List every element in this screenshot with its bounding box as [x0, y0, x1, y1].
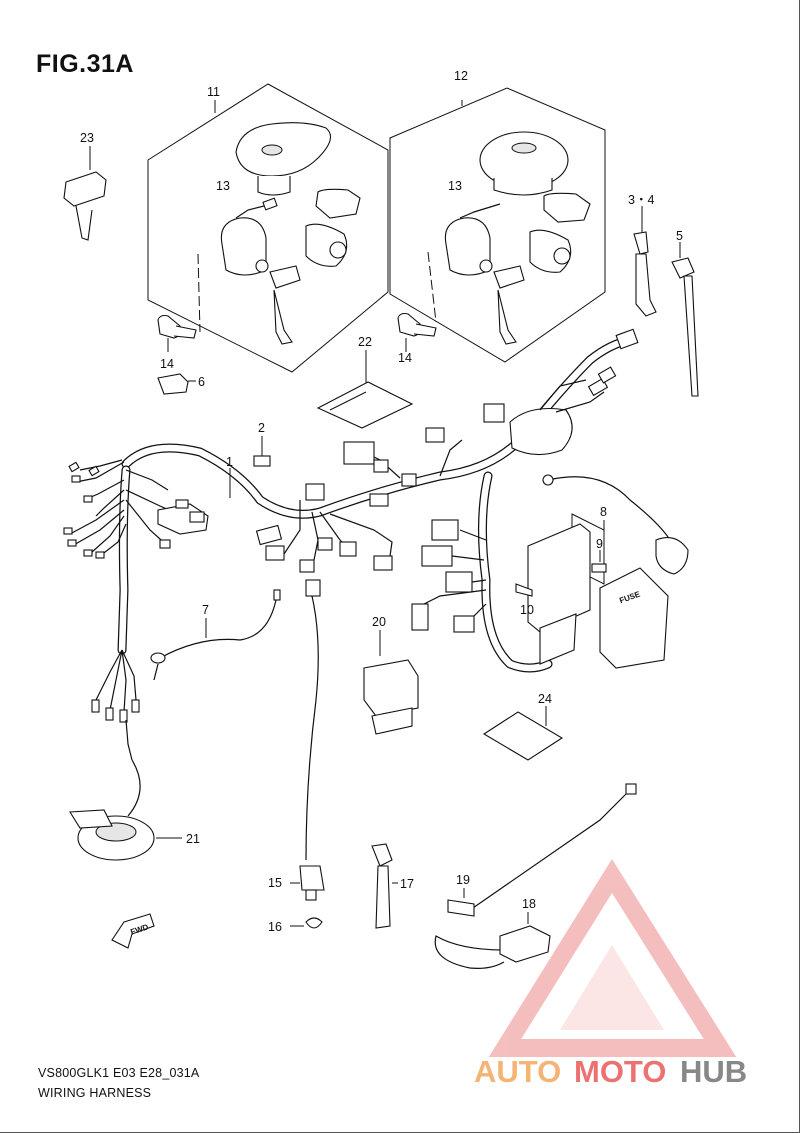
screw-14-right [397, 312, 437, 352]
callout-6: 6 [198, 375, 205, 389]
callout-5: 5 [676, 229, 683, 243]
model-code: VS800GLK1 E03 E28_031A [38, 1066, 200, 1080]
relay-20 [363, 630, 419, 735]
callout-14-left: 14 [160, 357, 174, 371]
lead-wire-7 [150, 589, 281, 681]
cushion-plate-24 [482, 706, 564, 761]
callout-10: 10 [520, 603, 534, 617]
callout-24: 24 [538, 692, 552, 706]
watermark-text: AUTO MOTO HUB [474, 1054, 747, 1089]
callout-19: 19 [456, 873, 470, 887]
horn-21 [69, 759, 182, 861]
clamp-6 [157, 373, 196, 395]
terminal-ends-left [63, 461, 171, 559]
figure-title: FIG.31A [36, 50, 134, 78]
screw-10 [515, 583, 533, 604]
cable-tie-5 [671, 242, 699, 397]
watermark-auto: AUTO [474, 1054, 561, 1089]
main-wiring-harness-1 [63, 328, 639, 761]
callout-16: 16 [268, 920, 282, 934]
fuse-2 [253, 436, 271, 467]
callout-15: 15 [268, 876, 282, 890]
callout-2: 2 [258, 421, 265, 435]
callout-17: 17 [400, 877, 414, 891]
callout-1: 1 [226, 455, 233, 469]
sensor-18 [434, 912, 551, 969]
insulation-plate-22 [316, 350, 414, 429]
callout-8: 8 [600, 505, 607, 519]
callout-21: 21 [186, 832, 200, 846]
key-blank-23 [63, 146, 107, 241]
forward-arrow-icon: FWD [111, 913, 155, 949]
callout-12: 12 [454, 69, 468, 83]
callout-23: 23 [80, 131, 94, 145]
ignition-lock-set-11 [147, 83, 389, 373]
callout-11: 11 [207, 85, 220, 99]
ignition-lock-set-12 [389, 87, 606, 363]
fuse-cover [599, 567, 669, 669]
watermark-hub: HUB [680, 1054, 747, 1089]
callout-18: 18 [522, 897, 536, 911]
watermark-logo [488, 859, 737, 1057]
sensor-lead-19 [447, 783, 637, 917]
callout-22: 22 [358, 335, 372, 349]
bracket-3-4 [633, 206, 657, 317]
callout-13-left: 13 [216, 179, 230, 193]
bracket-17 [371, 843, 398, 929]
callout-3-4: 3・4 [628, 193, 654, 207]
watermark-moto: MOTO [574, 1054, 666, 1089]
screw-14-left [157, 314, 197, 352]
callout-9: 9 [596, 537, 603, 551]
washer-16 [290, 917, 323, 929]
oil-pressure-switch-lead-15 [290, 579, 325, 901]
callout-7: 7 [202, 603, 209, 617]
callout-numbers: 1 2 3・4 5 6 7 8 9 10 11 12 13 13 14 14 1… [80, 69, 683, 934]
callout-20: 20 [372, 615, 386, 629]
callout-14-right: 14 [398, 351, 412, 365]
fuse-box-8 [527, 474, 689, 669]
callout-13-right: 13 [448, 179, 462, 193]
section-name: WIRING HARNESS [38, 1086, 152, 1100]
fuse-9 [591, 550, 607, 573]
